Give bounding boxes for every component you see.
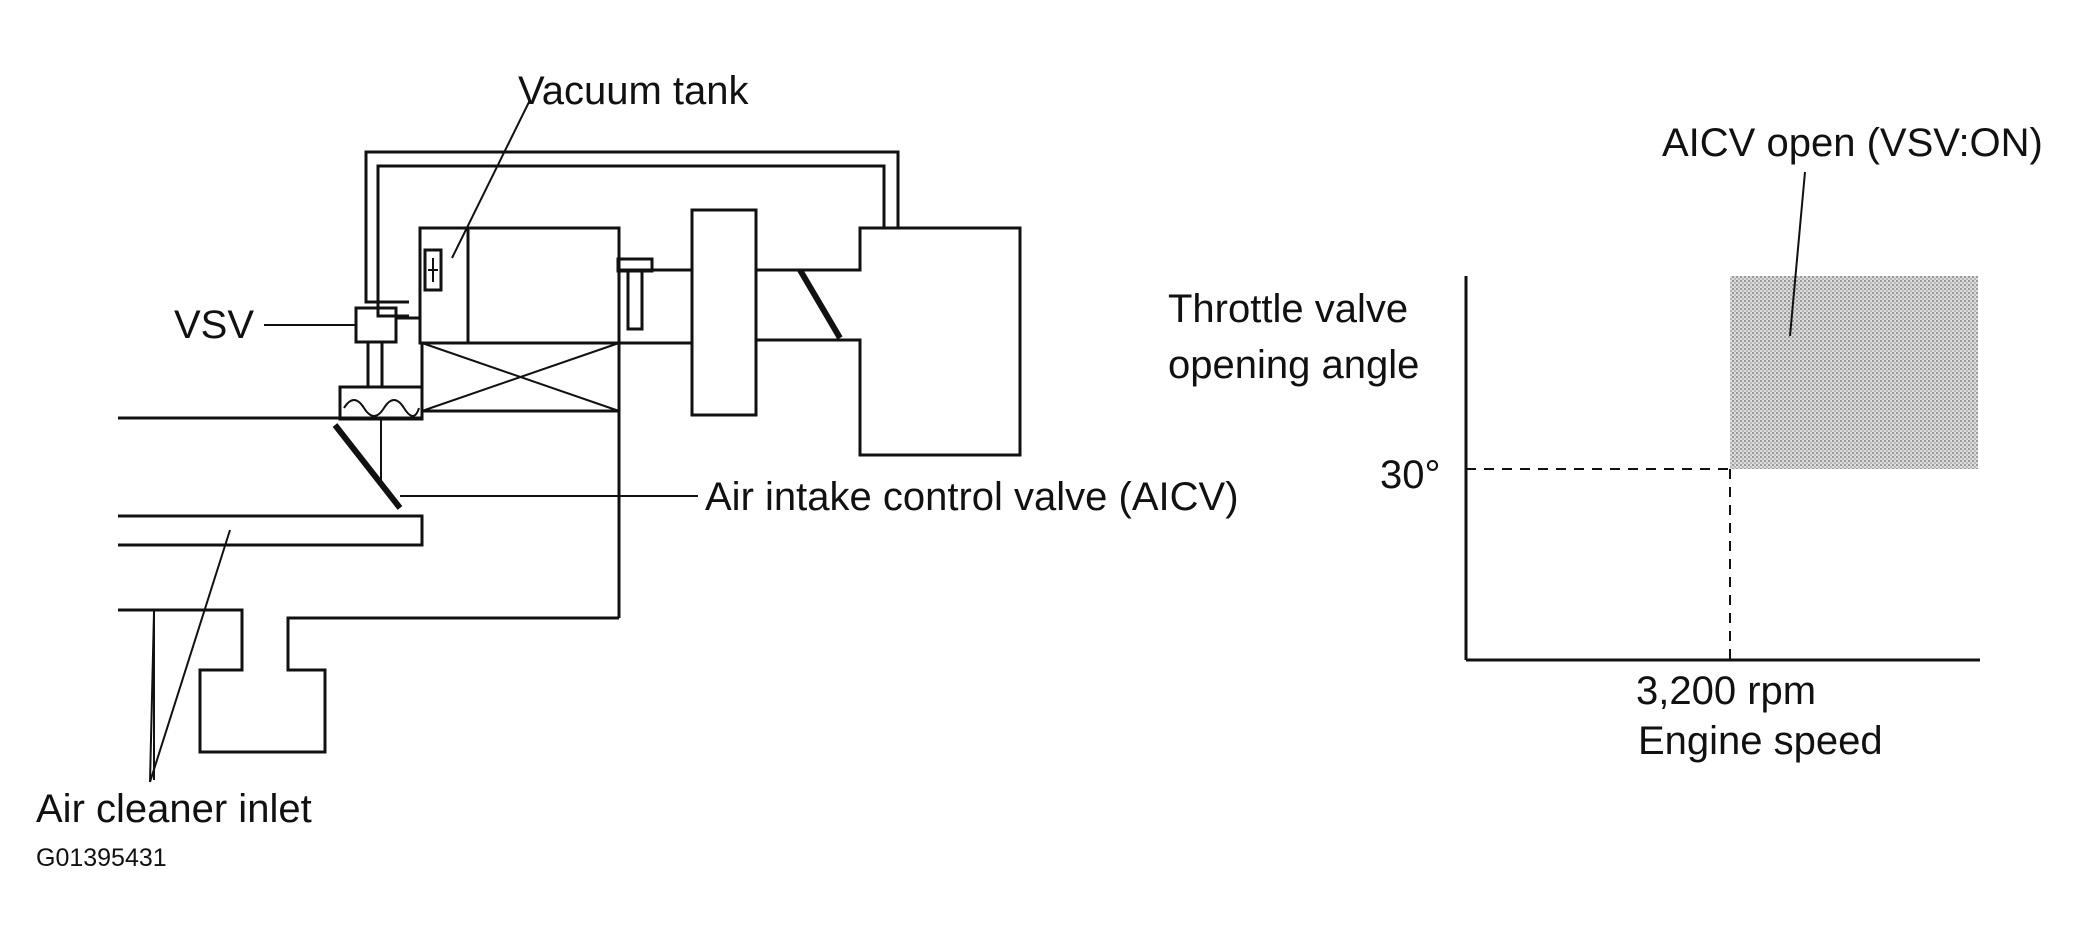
vsv-rod — [366, 340, 384, 389]
vacuum-tank-label: Vacuum tank — [518, 69, 749, 113]
aicv-open-region — [1730, 276, 1978, 469]
duct-divider — [118, 514, 424, 547]
aicv-plate — [332, 423, 403, 510]
intake-schematic — [118, 99, 1022, 783]
vsv-body — [354, 306, 398, 344]
vacuum-tank-port — [423, 248, 443, 292]
figure-code: G01395431 — [36, 844, 167, 872]
vacuum-pipe-inner — [376, 164, 886, 318]
vsv-label: VSV — [174, 303, 254, 347]
graph-region-label: AICV open (VSV:ON) — [1662, 121, 2043, 165]
graph-x-marker: 3,200 rpm — [1636, 669, 1816, 713]
inlet-leader-2 — [149, 611, 155, 783]
air-cleaner-inlet-label: Air cleaner inlet — [36, 787, 312, 831]
plenum-lower — [619, 340, 758, 417]
vacuum-tank — [418, 226, 470, 345]
crossed-box — [420, 341, 621, 413]
inlet-leader-1 — [149, 529, 231, 783]
plenum-upper — [468, 208, 1022, 457]
throttle-valve-plate — [797, 268, 843, 340]
graph-x-label: Engine speed — [1638, 719, 1883, 763]
region-leader — [1789, 171, 1806, 337]
aicv-label: Air intake control valve (AICV) — [705, 475, 1239, 519]
aicv-graph — [1464, 171, 1980, 662]
graph-y-label-2: opening angle — [1168, 343, 1419, 387]
vacuum-tank-leader — [451, 99, 531, 259]
duct-bottom — [118, 608, 619, 754]
graph-y-marker: 30° — [1380, 453, 1441, 497]
graph-y-label-1: Throttle valve — [1168, 287, 1408, 331]
